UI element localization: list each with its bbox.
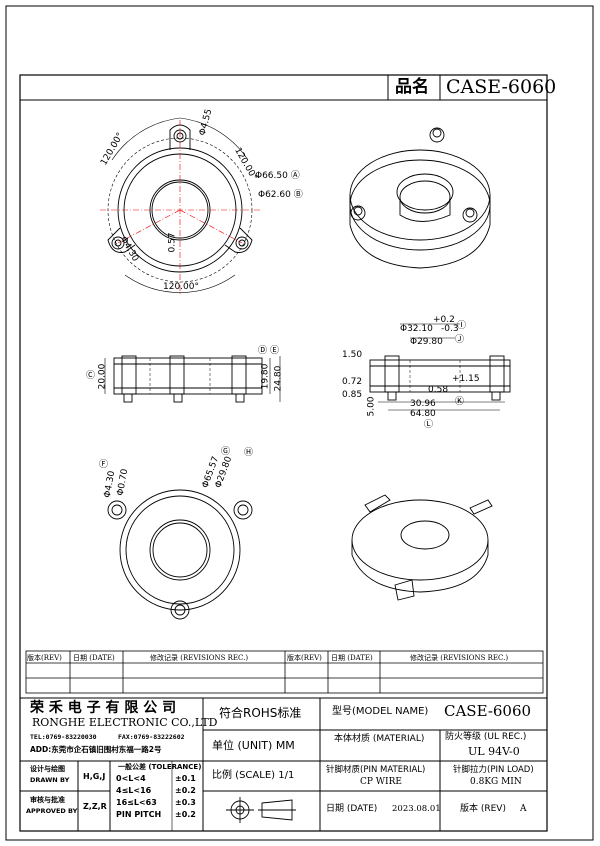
- dim-height-20: 20.00: [97, 363, 108, 390]
- dim-072: 0.72: [342, 377, 363, 387]
- approved-by-en: APPROVED BY: [26, 807, 78, 815]
- rev-header-6: 修改记录 (REVISIONS REC.): [410, 653, 509, 662]
- dim-tol-plus: +0.2: [433, 315, 455, 325]
- dim-height-1980: 19.80: [260, 363, 271, 390]
- dim-115: +1.15: [452, 374, 480, 384]
- dim-3096: 30.96: [410, 399, 436, 409]
- outer-frame: [5, 5, 594, 841]
- tolerance-value-3: ±0.3: [175, 798, 196, 807]
- projection-symbol: [226, 797, 296, 823]
- marker-h: Ⓗ: [244, 448, 254, 458]
- iso-view-top: [349, 127, 491, 269]
- marker-i: Ⓘ: [457, 321, 467, 331]
- drawn-by-en: DRAWN BY: [30, 776, 70, 784]
- pin-load-label: 针脚拉力(PIN LOAD): [453, 765, 534, 775]
- tolerance-value-4: ±0.2: [175, 810, 196, 819]
- company-name-cn: 荣 禾 电 子 有 限 公 司: [30, 700, 177, 716]
- dim-d2980: Φ29.80: [410, 337, 443, 347]
- rev-header-1: 版本(REV): [27, 653, 62, 662]
- dim-angle-3: 120.00°: [163, 282, 199, 292]
- header-pin-label: 品名: [395, 77, 429, 97]
- title-block-lines: [20, 697, 547, 831]
- pin-material-value: CP WIRE: [360, 777, 402, 787]
- revision-value: A: [520, 804, 527, 814]
- dim-tol-minus: -0.3: [441, 324, 459, 334]
- iso-view-bottom: [351, 494, 493, 601]
- marker-e: Ⓔ: [270, 346, 280, 356]
- company-address: ADD:东莞市企石镇旧围村东福一路2号: [30, 745, 162, 754]
- dim-058: 0.58: [428, 385, 449, 395]
- dim-085: 0.85: [342, 390, 363, 400]
- pin-load-value: 0.8KG MIN: [470, 777, 522, 787]
- tolerance-range-3: 16≤L<63: [116, 798, 157, 807]
- dim-150: 1.50: [342, 350, 363, 360]
- dim-d3210: Φ32.10: [400, 324, 433, 334]
- inner-frame: [19, 74, 548, 832]
- dim-thickness: 0.57: [167, 232, 178, 253]
- dim-diameter-b: Φ62.60 Ⓑ: [258, 190, 303, 200]
- rev-header-2: 日期 (DATE): [73, 653, 115, 662]
- company-name-en: RONGHE ELECTRONIC CO.,LTD: [32, 716, 218, 729]
- side-view: [369, 323, 511, 411]
- scale-label: 比例 (SCALE) 1/1: [212, 770, 295, 781]
- unit-label: 单位 (UNIT) MM: [212, 739, 295, 752]
- approved-by-label: 审核与批准: [30, 796, 65, 804]
- drawn-by-value: H,G,J: [83, 772, 106, 781]
- revision-label: 版本 (REV): [460, 804, 506, 814]
- revision-table: [25, 650, 544, 694]
- dim-6480: 64.80: [410, 409, 436, 419]
- tolerance-title: 一般公差 (TOLERANCE): [118, 763, 202, 771]
- date-label: 日期 (DATE): [326, 804, 378, 814]
- company-tel: TEL:0769-83220030: [30, 733, 97, 741]
- marker-k: Ⓚ: [455, 397, 465, 407]
- rohs-statement: 符合ROHS标准: [219, 706, 302, 720]
- dim-diameter-a: Φ66.50 Ⓐ: [255, 171, 300, 181]
- bottom-view: [107, 489, 253, 620]
- tolerance-value-1: ±0.1: [175, 774, 196, 783]
- marker-c: Ⓒ: [86, 371, 96, 381]
- fire-rating-label: 防火等级 (UL REC.): [445, 732, 527, 742]
- tolerance-value-2: ±0.2: [175, 786, 196, 795]
- tolerance-range-4: PIN PITCH: [116, 810, 162, 819]
- pin-material-label: 针脚材质(PIN MATERIAL): [326, 765, 426, 775]
- marker-d: Ⓓ: [258, 346, 268, 356]
- fire-rating-value: UL 94V-0: [468, 745, 520, 758]
- top-view: [100, 117, 260, 295]
- header-part-number: CASE-6060: [446, 76, 557, 98]
- material-label: 本体材质 (MATERIAL): [334, 734, 425, 744]
- marker-g: Ⓖ: [221, 447, 231, 457]
- approved-by-value: Z,Z,R: [83, 802, 107, 811]
- model-value: CASE-6060: [444, 702, 532, 720]
- marker-l: Ⓛ: [424, 420, 434, 430]
- date-value: 2023.08.01: [392, 804, 441, 814]
- rev-header-5: 日期 (DATE): [331, 653, 373, 662]
- front-view: [104, 355, 281, 403]
- dim-500: 5.00: [366, 396, 377, 417]
- marker-f: Ⓕ: [99, 460, 109, 470]
- rev-header-4: 版本(REV): [287, 653, 322, 662]
- tolerance-range-1: 0<L<4: [116, 774, 146, 783]
- company-fax: FAX:0769-83222602: [118, 733, 185, 741]
- marker-j: Ⓙ: [455, 335, 465, 345]
- dim-height-2480: 24.80: [273, 365, 284, 392]
- model-label: 型号(MODEL NAME): [332, 706, 429, 717]
- drawn-by-label: 设计与绘图: [30, 765, 65, 773]
- tolerance-range-2: 4≤L<16: [116, 786, 152, 795]
- rev-header-3: 修改记录 (REVISIONS REC.): [150, 653, 249, 662]
